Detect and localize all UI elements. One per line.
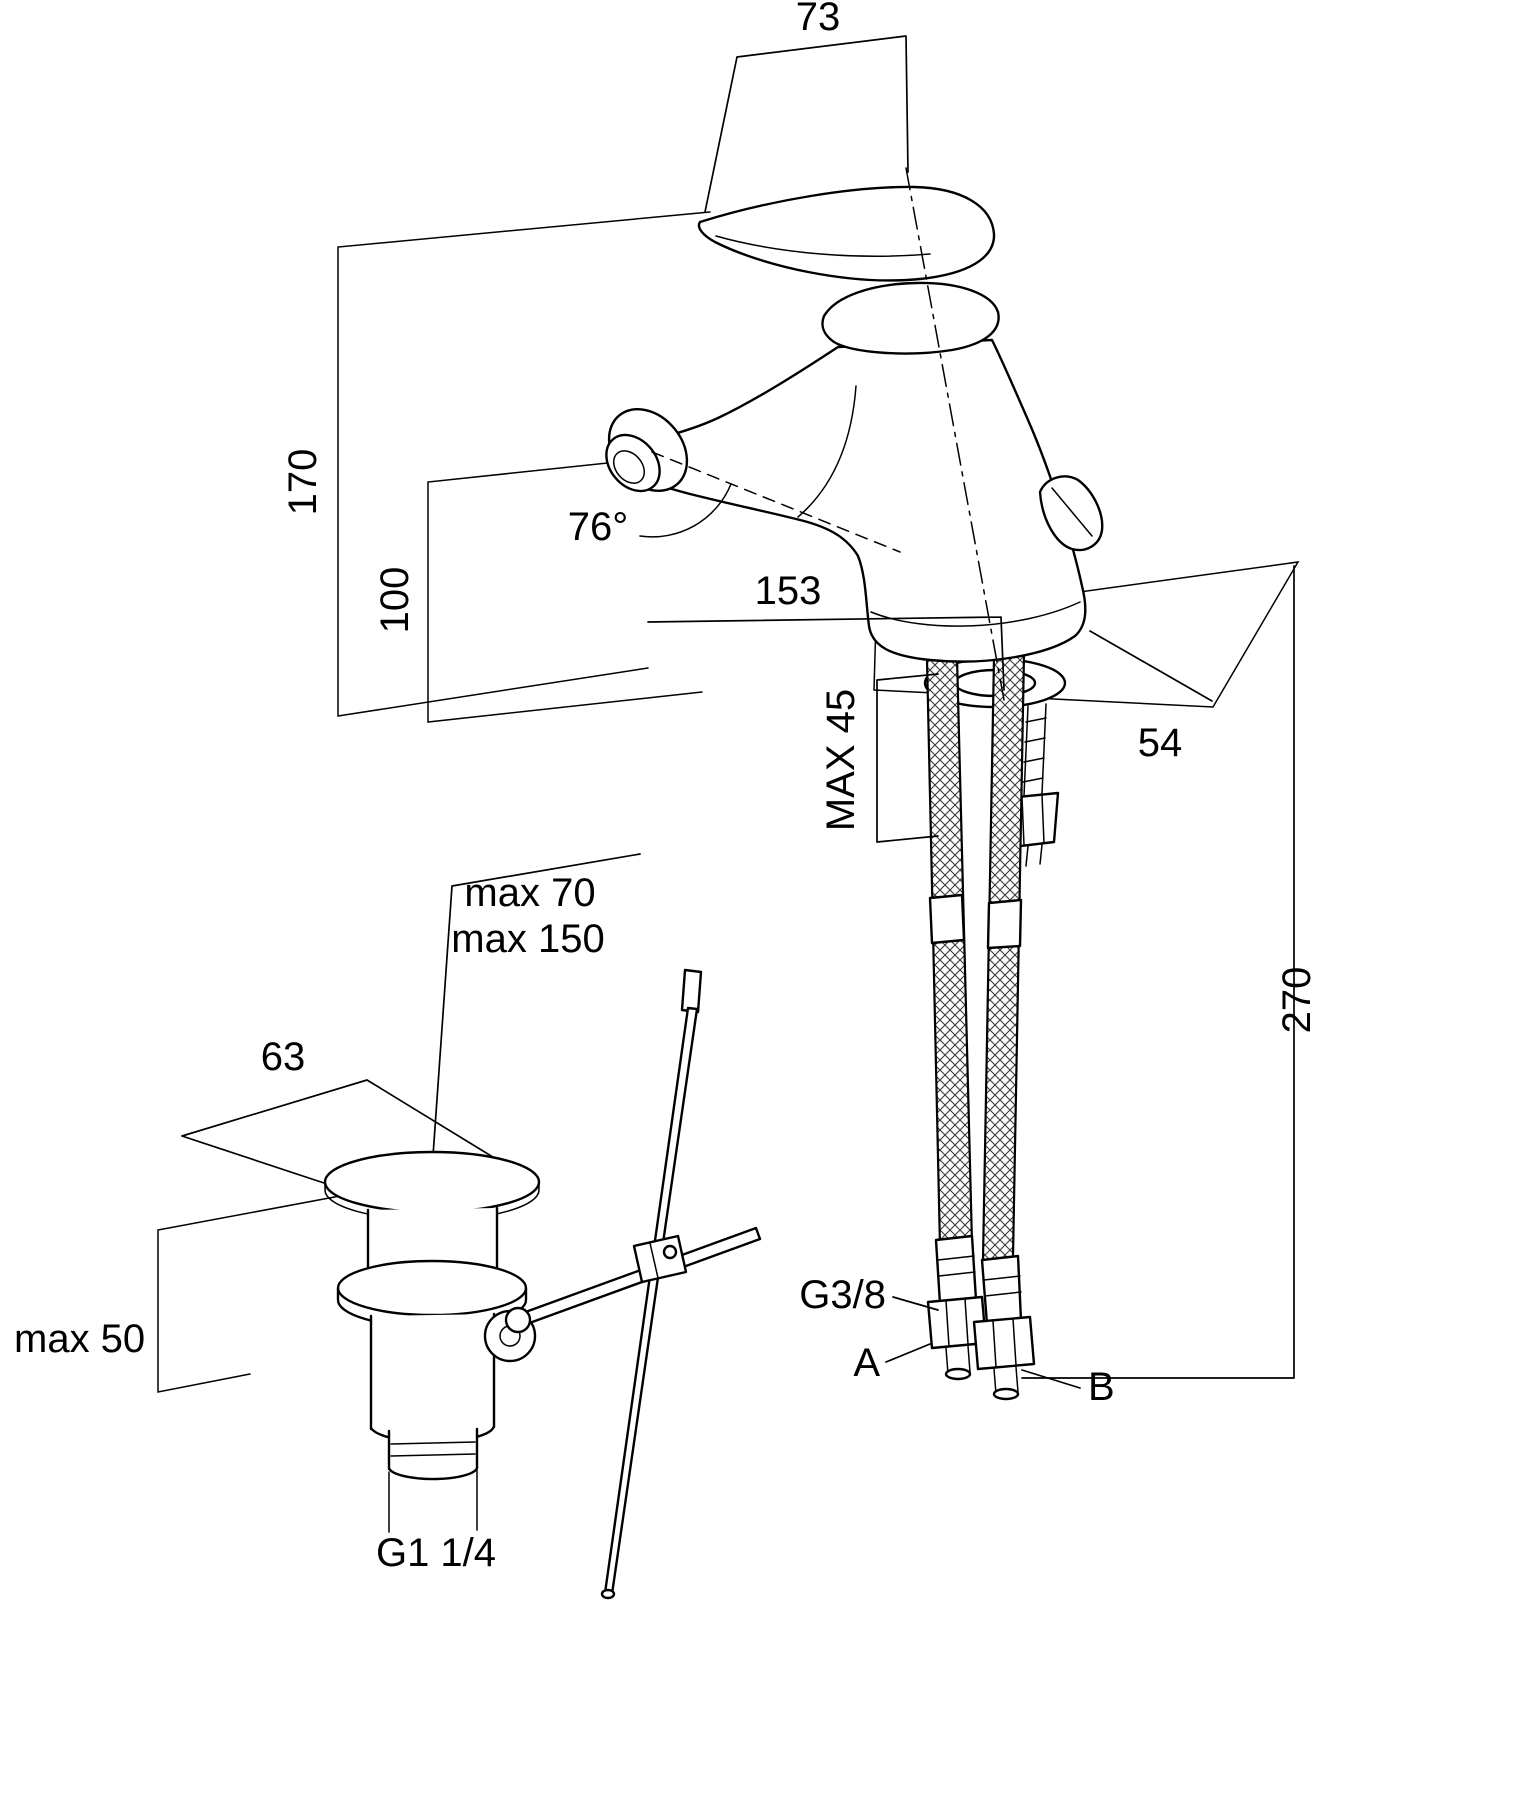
hose-callouts: G3/8 A B	[799, 1273, 1114, 1409]
dimension-170: 170	[281, 449, 325, 516]
dimension-73: 73	[704, 0, 909, 213]
hose-right-braided	[981, 652, 1026, 1262]
g114-extension-lines	[388, 1469, 478, 1533]
faucet-body-outline	[620, 338, 1087, 663]
waste-tail-fill	[389, 1429, 477, 1469]
hose-a-leader	[885, 1343, 931, 1363]
angle-reference-line	[651, 451, 901, 553]
dimension-max45-lines	[876, 673, 939, 843]
drain-plane-outline	[157, 1189, 373, 1393]
faucet	[605, 185, 1104, 663]
max70-leader-lines	[432, 853, 641, 1157]
hose-b-leader	[1021, 1369, 1081, 1389]
hose-b-label: B	[1088, 1365, 1115, 1409]
aerator-outlet	[612, 450, 646, 484]
rod-clamp-screw	[662, 1244, 678, 1260]
max50-label: max 50	[14, 1317, 145, 1361]
hose-a-label: A	[853, 1341, 880, 1385]
g38-leader	[892, 1296, 939, 1311]
reference-plane-drain: max 50	[14, 1189, 373, 1393]
pull-rod-tip	[600, 1588, 616, 1600]
plane-inner-outline	[427, 457, 703, 723]
dimension-153: 153	[647, 569, 1005, 691]
popup-knob	[1038, 475, 1104, 552]
dimension-153-lines	[647, 616, 1005, 691]
spout-body-junction	[797, 385, 857, 518]
max70-label: max 70	[464, 871, 595, 915]
dimension-153-label: 153	[755, 569, 822, 613]
handle-lever	[697, 185, 996, 282]
hose-left-sleeve	[928, 893, 966, 945]
dimension-max45: MAX 45	[819, 673, 939, 843]
hose-left-tail-end	[944, 1367, 972, 1381]
waste-tail-threads	[390, 1441, 476, 1457]
pull-rod-knob	[680, 968, 703, 1014]
dimension-angle-76: 76°	[568, 451, 901, 553]
dimension-270: 270	[1021, 565, 1319, 1379]
dimension-270-label: 270	[1275, 967, 1319, 1034]
angle-arc	[639, 483, 732, 538]
dimension-54-line	[1089, 630, 1213, 702]
waste-tail-sides	[387, 1427, 479, 1481]
dimension-100: 100	[373, 567, 417, 634]
angle-label: 76°	[568, 505, 629, 549]
waste-cap-disc	[323, 1150, 541, 1214]
rod-clamp	[632, 1234, 688, 1284]
deck-outline	[873, 561, 1300, 708]
hose-left-nut-facets	[945, 1298, 969, 1347]
hose-right-sleeve	[986, 898, 1023, 950]
plane-outer-outline	[337, 211, 711, 717]
popup-waste: G1 1/4	[323, 1150, 541, 1575]
vertical-pull-rod	[603, 1006, 699, 1596]
threaded-stud	[1023, 703, 1047, 797]
waste-body-fill	[371, 1314, 494, 1429]
hose-right-nut	[972, 1315, 1036, 1371]
hose-left-tail	[945, 1345, 971, 1375]
hose-right-fitting	[980, 1254, 1023, 1326]
max150-label: max 150	[451, 917, 604, 961]
hose-left-braided	[925, 655, 974, 1249]
dimension-63-label: 63	[261, 1035, 306, 1079]
waste-flange-top	[336, 1259, 528, 1317]
hose-right-tail	[993, 1366, 1019, 1395]
lever-detail-line	[715, 235, 931, 257]
deck-plane	[873, 561, 1300, 708]
popup-rods	[504, 968, 762, 1600]
dimension-170-label: 170	[281, 449, 325, 516]
dimension-100-label: 100	[373, 567, 417, 634]
g38-label: G3/8	[799, 1273, 886, 1317]
hose-left-fitting-rings	[937, 1255, 976, 1277]
body-centerline	[905, 167, 1005, 701]
dimension-270-lines	[1021, 565, 1295, 1379]
g114-label: G1 1/4	[376, 1531, 496, 1575]
dimension-73-label: 73	[796, 0, 841, 39]
hose-right-nut-facets	[992, 1318, 1017, 1368]
hose-right-tail-end	[992, 1387, 1020, 1401]
dimension-63: 63	[181, 1035, 538, 1185]
popup-knob-detail	[1051, 487, 1093, 537]
hose-right-fitting-rings	[983, 1275, 1022, 1297]
dimension-max45-label: MAX 45	[819, 689, 863, 831]
supply-hoses	[925, 652, 1036, 1401]
dimension-54: 54	[1089, 630, 1213, 765]
dimension-max70-max150: max 70 max 150	[432, 853, 641, 1157]
handle-dome	[821, 281, 1000, 355]
stud-tip	[1025, 844, 1043, 867]
reference-plane-left	[337, 211, 711, 723]
stud-threads	[1022, 717, 1047, 783]
lever-ball-joint	[504, 1306, 532, 1334]
hose-left-fitting	[934, 1234, 978, 1306]
rod-clamp-slot	[649, 1242, 659, 1279]
dimension-73-lines	[704, 35, 909, 213]
dimension-54-label: 54	[1138, 721, 1183, 765]
